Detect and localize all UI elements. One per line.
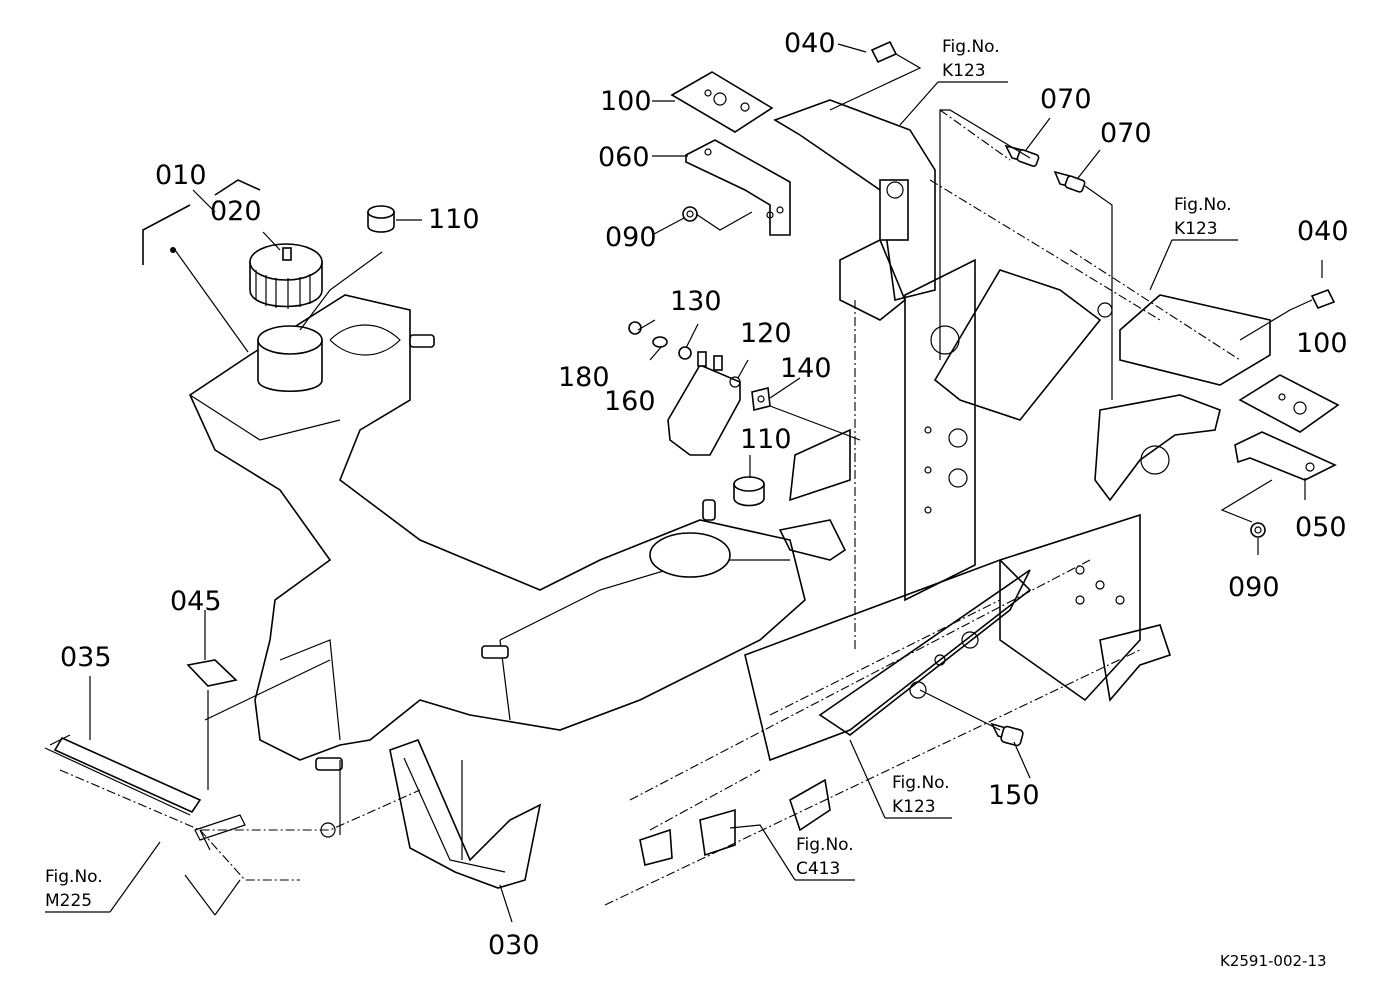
label-060: 060 — [598, 142, 650, 173]
label-100-left: 100 — [600, 86, 652, 117]
bracket-120 — [667, 351, 741, 456]
label-070-a: 070 — [1040, 84, 1092, 115]
floor-step — [59, 769, 421, 916]
tank-cap — [249, 243, 323, 309]
figref-c413-line2: C413 — [796, 859, 840, 879]
chassis-frame — [604, 109, 1241, 906]
label-010: 010 — [155, 160, 207, 191]
label-070-b: 070 — [1100, 118, 1152, 149]
collar-110-mid — [733, 476, 765, 507]
pad — [186, 659, 238, 687]
figref-k123-bottom-line1: Fig.No. — [892, 773, 950, 793]
label-040-right: 040 — [1297, 216, 1349, 247]
figref-c413-line1: Fig.No. — [796, 835, 854, 855]
clip-140 — [751, 387, 771, 411]
label-140: 140 — [780, 353, 832, 384]
washer-160 — [652, 336, 668, 348]
bolt-150 — [990, 722, 1024, 747]
rubber-block-040-right — [1310, 288, 1336, 310]
label-050: 050 — [1295, 512, 1347, 543]
label-030: 030 — [488, 930, 540, 961]
part-number-labels: 010 020 110 040 100 060 090 070 070 040 … — [60, 28, 1349, 961]
bracket-050 — [1234, 431, 1337, 481]
figref-k123-right-line1: Fig.No. — [1174, 195, 1232, 215]
tank-strap — [389, 738, 542, 889]
figref-k123-top-line2: K123 — [942, 61, 986, 81]
bolt-070-a — [1004, 144, 1040, 168]
bracket-060 — [685, 139, 791, 236]
label-035: 035 — [60, 642, 112, 673]
collar-110-top — [367, 205, 395, 233]
nut-090-left — [682, 206, 698, 222]
label-040-top: 040 — [784, 28, 836, 59]
rubber-block-040-top — [870, 40, 898, 64]
label-090-left: 090 — [605, 222, 657, 253]
label-130: 130 — [670, 286, 722, 317]
nut-180 — [628, 321, 642, 335]
label-120: 120 — [740, 318, 792, 349]
figref-m225-line1: Fig.No. — [45, 867, 103, 887]
figref-k123-bottom-line2: K123 — [892, 797, 936, 817]
washer-130 — [678, 346, 692, 360]
nut-090-right — [1250, 522, 1266, 538]
rubber-strip — [44, 734, 202, 816]
label-110-mid: 110 — [740, 424, 792, 455]
label-090-right: 090 — [1228, 572, 1280, 603]
bolt-070-b — [1053, 170, 1086, 193]
label-180: 180 — [558, 362, 610, 393]
label-100-right: 100 — [1296, 328, 1348, 359]
label-160: 160 — [604, 386, 656, 417]
label-020: 020 — [210, 196, 262, 227]
figure-references: Fig.No. K123 Fig.No. K123 Fig.No. K123 F… — [45, 37, 1232, 911]
rubber-plate-left — [670, 71, 774, 133]
rubber-plate-right — [1238, 374, 1340, 433]
dot-marker — [170, 247, 176, 253]
figref-k123-top-line1: Fig.No. — [942, 37, 1000, 57]
label-110-top: 110 — [428, 204, 480, 235]
label-150: 150 — [988, 780, 1040, 811]
figref-k123-right-line2: K123 — [1174, 219, 1218, 239]
diagram-code: K2591-002-13 — [1220, 952, 1327, 970]
label-045: 045 — [170, 586, 222, 617]
figref-m225-line2: M225 — [45, 891, 92, 911]
leader-lines — [45, 43, 1323, 923]
fuel-tank — [188, 294, 806, 771]
